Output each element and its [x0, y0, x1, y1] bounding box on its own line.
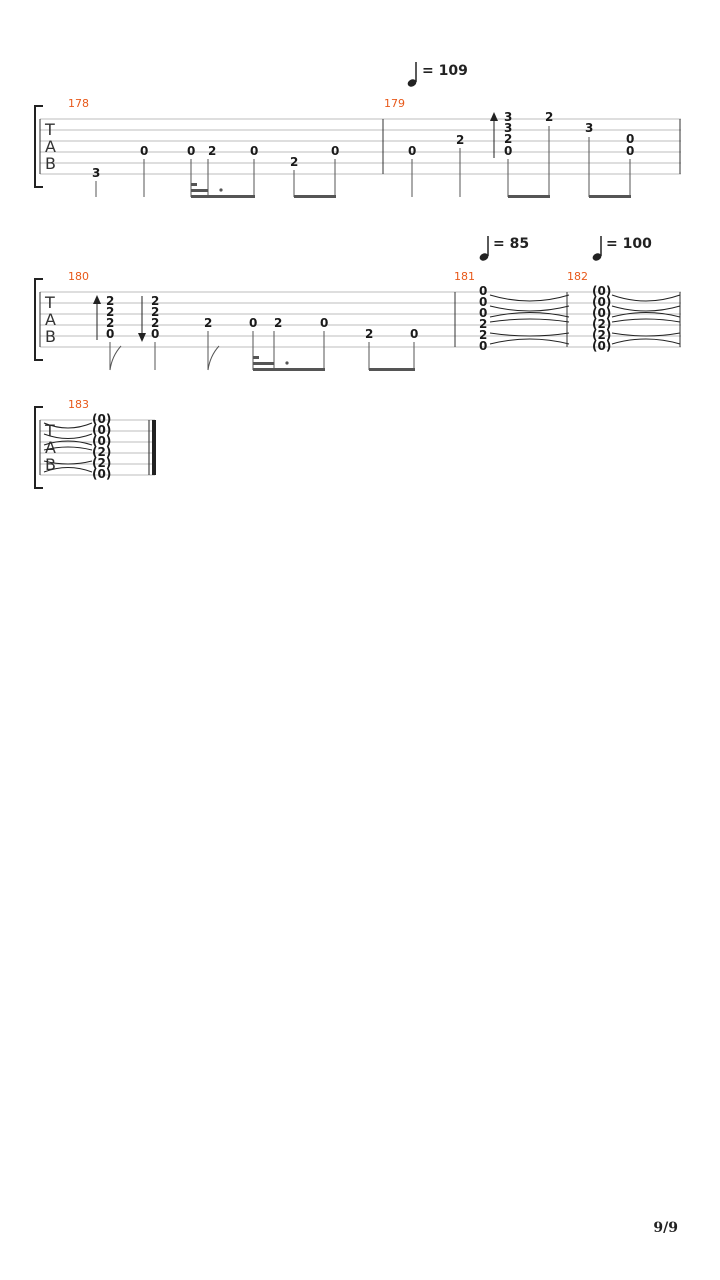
- beam: [191, 183, 336, 198]
- fret-number: 2: [456, 133, 464, 147]
- tempo-marking: = 100: [606, 236, 652, 252]
- fret-number: 0: [626, 132, 634, 146]
- rhythm-notation: [411, 126, 631, 197]
- fret-number: 0: [408, 144, 416, 158]
- strum-down-arrow: [138, 296, 146, 342]
- fret-number: (0): [592, 295, 611, 309]
- fret-number: 0: [479, 339, 487, 353]
- quarter-note-icon: [479, 236, 489, 261]
- fret-number: (0): [92, 434, 111, 448]
- fret-number: 2: [106, 316, 114, 330]
- fret-number: (2): [592, 328, 611, 342]
- measure-number: 181: [454, 270, 475, 283]
- fret-number: (2): [92, 445, 111, 459]
- clef-t: T: [44, 120, 55, 139]
- fret-number: 0: [479, 284, 487, 298]
- fret-number: 3: [92, 166, 100, 180]
- tempo-marking: = 85: [493, 236, 529, 252]
- fret-number: (0): [92, 412, 111, 426]
- fret-number: 2: [479, 317, 487, 331]
- fret-number: 2: [504, 132, 512, 146]
- quarter-note-icon: [407, 62, 417, 87]
- fret-number: (0): [592, 284, 611, 298]
- final-barline: [148, 420, 156, 475]
- system-bracket: [34, 406, 43, 489]
- measure-number: 183: [68, 398, 89, 411]
- measure-number: 178: [68, 97, 89, 110]
- fret-number: (2): [92, 456, 111, 470]
- tie-arcs: [611, 294, 681, 345]
- staff-lines: [40, 419, 155, 476]
- fret-number: 0: [250, 144, 258, 158]
- rhythm-notation: [95, 159, 336, 197]
- fret-number: (0): [92, 467, 111, 481]
- fret-number: 2: [479, 328, 487, 342]
- clef-t: T: [44, 293, 55, 312]
- fret-number: 0: [140, 144, 148, 158]
- system-2: T A B 180 181 182 = 85 = 100 2 2 2 0 2: [34, 236, 681, 371]
- fret-number: 0: [626, 144, 634, 158]
- fret-number: 2: [204, 316, 212, 330]
- quarter-note-icon: [592, 236, 602, 261]
- fret-number: 3: [585, 121, 593, 135]
- staff-lines: [40, 291, 681, 348]
- fret-number: 0: [249, 316, 257, 330]
- clef-a: A: [45, 310, 56, 329]
- fret-number: 2: [151, 294, 159, 308]
- fret-number: 2: [151, 305, 159, 319]
- clef-a: A: [45, 137, 56, 156]
- fret-number: 2: [151, 316, 159, 330]
- strum-up-arrow: [93, 295, 101, 340]
- fret-number: 0: [320, 316, 328, 330]
- fret-number: 2: [106, 305, 114, 319]
- clef-b: B: [45, 154, 56, 173]
- fret-number: 2: [208, 144, 216, 158]
- clef-b: B: [45, 327, 56, 346]
- clef-t: T: [44, 421, 55, 440]
- strum-up-arrow: [490, 112, 498, 158]
- fret-number: 2: [365, 327, 373, 341]
- measure-number: 182: [567, 270, 588, 283]
- beam: [508, 195, 631, 198]
- fret-number: (0): [92, 423, 111, 437]
- fret-number: 0: [331, 144, 339, 158]
- clef-a: A: [45, 438, 56, 457]
- fret-number: 2: [106, 294, 114, 308]
- fret-number: 0: [187, 144, 195, 158]
- tie-arcs: [43, 422, 93, 473]
- fret-number: (0): [592, 339, 611, 353]
- fret-number: 2: [290, 155, 298, 169]
- fret-number: 0: [106, 327, 114, 341]
- measure-number: 180: [68, 270, 89, 283]
- tie-arcs: [489, 294, 570, 345]
- fret-number: 3: [504, 121, 512, 135]
- clef-b: B: [45, 455, 56, 474]
- fret-number: (0): [592, 306, 611, 320]
- system-3: T A B 183 (0) (0) (0) (2) (2) (0): [34, 398, 156, 489]
- fret-number: 0: [410, 327, 418, 341]
- staff-lines: [40, 118, 681, 175]
- fret-number: 0: [504, 144, 512, 158]
- tempo-marking: = 109: [422, 63, 468, 79]
- system-bracket: [34, 105, 43, 188]
- measure-number: 179: [384, 97, 405, 110]
- fret-number: 0: [151, 327, 159, 341]
- fret-number: 2: [545, 110, 553, 124]
- beam: [253, 356, 415, 371]
- fret-number: (2): [592, 317, 611, 331]
- fret-number: 2: [274, 316, 282, 330]
- fret-number: 0: [479, 295, 487, 309]
- fret-number: 0: [479, 306, 487, 320]
- system-1: T A B 178 179 = 109 3 0 0 2 0 2 0: [34, 62, 681, 198]
- system-bracket: [34, 278, 43, 361]
- page-number: 9/9: [653, 1220, 678, 1236]
- fret-number: 3: [504, 110, 512, 124]
